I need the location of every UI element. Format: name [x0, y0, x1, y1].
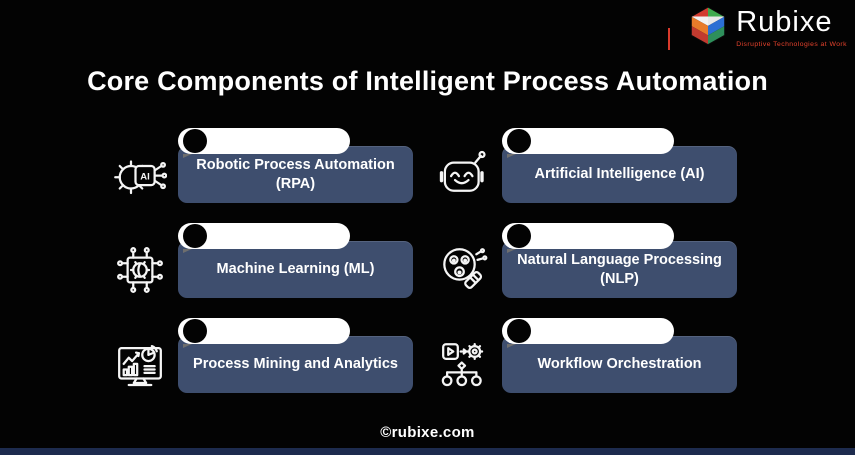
card-cell-ml: Machine Learning (ML) [112, 221, 413, 298]
card-cell-nlp: Natural Language Processing (NLP) [436, 221, 737, 298]
component-card-ml: Machine Learning (ML) [178, 241, 413, 298]
ribbon-banner [178, 318, 350, 348]
component-card-nlp: Natural Language Processing (NLP) [502, 241, 737, 298]
ribbon-curl [183, 224, 207, 248]
ribbon-fold [183, 249, 192, 253]
card-label: Workflow Orchestration [537, 356, 702, 373]
rubixe-logo: Rubixe Disruptive Technologies at Work [668, 5, 847, 51]
ribbon-fold [507, 344, 516, 348]
workflow-orchestration-icon [436, 337, 492, 393]
ribbon-fold [507, 154, 516, 158]
ribbon-curl [507, 319, 531, 343]
card-label: Process Mining and Analytics [193, 356, 398, 373]
ribbon-fold [183, 154, 192, 158]
page-title: Core Components of Intelligent Process A… [87, 66, 768, 96]
card-label: Machine Learning (ML) [216, 261, 375, 278]
ribbon-banner [502, 318, 674, 348]
card-cell-process-mining: Process Mining and Analytics [112, 316, 413, 393]
copyright-text: ©rubixe.com [380, 424, 475, 441]
logo-red-accent [668, 28, 671, 50]
rubixe-cube-icon [690, 6, 726, 46]
ribbon-banner [178, 128, 350, 158]
component-card-process-mining: Process Mining and Analytics [178, 336, 413, 393]
analytics-monitor-icon [112, 337, 168, 393]
robot-head-icon [436, 147, 492, 203]
component-card-rpa: Robotic Process Automation (RPA) [178, 146, 413, 203]
card-cell-workflow: Workflow Orchestration [436, 316, 737, 393]
ribbon-banner [178, 223, 350, 253]
card-cell-ai: Artificial Intelligence (AI) [436, 126, 737, 203]
ribbon-fold [183, 344, 192, 348]
ribbon-curl [183, 319, 207, 343]
ribbon-banner [502, 128, 674, 158]
ribbon-banner [502, 223, 674, 253]
ai-chip-label: AI [140, 171, 150, 182]
nlp-magnifier-icon [436, 242, 492, 298]
ribbon-curl [507, 129, 531, 153]
ribbon-curl [507, 224, 531, 248]
bottom-accent-bar [0, 448, 855, 455]
ribbon-curl [183, 129, 207, 153]
card-label: Robotic Process Automation (RPA) [196, 157, 395, 192]
component-card-workflow: Workflow Orchestration [502, 336, 737, 393]
card-cell-rpa: AI Robotic Process Automation (RPA) [112, 126, 413, 203]
card-label: Natural Language Processing (NLP) [517, 252, 722, 287]
brand-name: Rubixe [736, 6, 833, 38]
brand-tagline: Disruptive Technologies at Work [736, 41, 847, 48]
rpa-gear-ai-chip-icon: AI [112, 147, 168, 203]
ribbon-fold [507, 249, 516, 253]
component-card-ai: Artificial Intelligence (AI) [502, 146, 737, 203]
ml-chip-gear-icon [112, 242, 168, 298]
card-label: Artificial Intelligence (AI) [534, 166, 705, 183]
